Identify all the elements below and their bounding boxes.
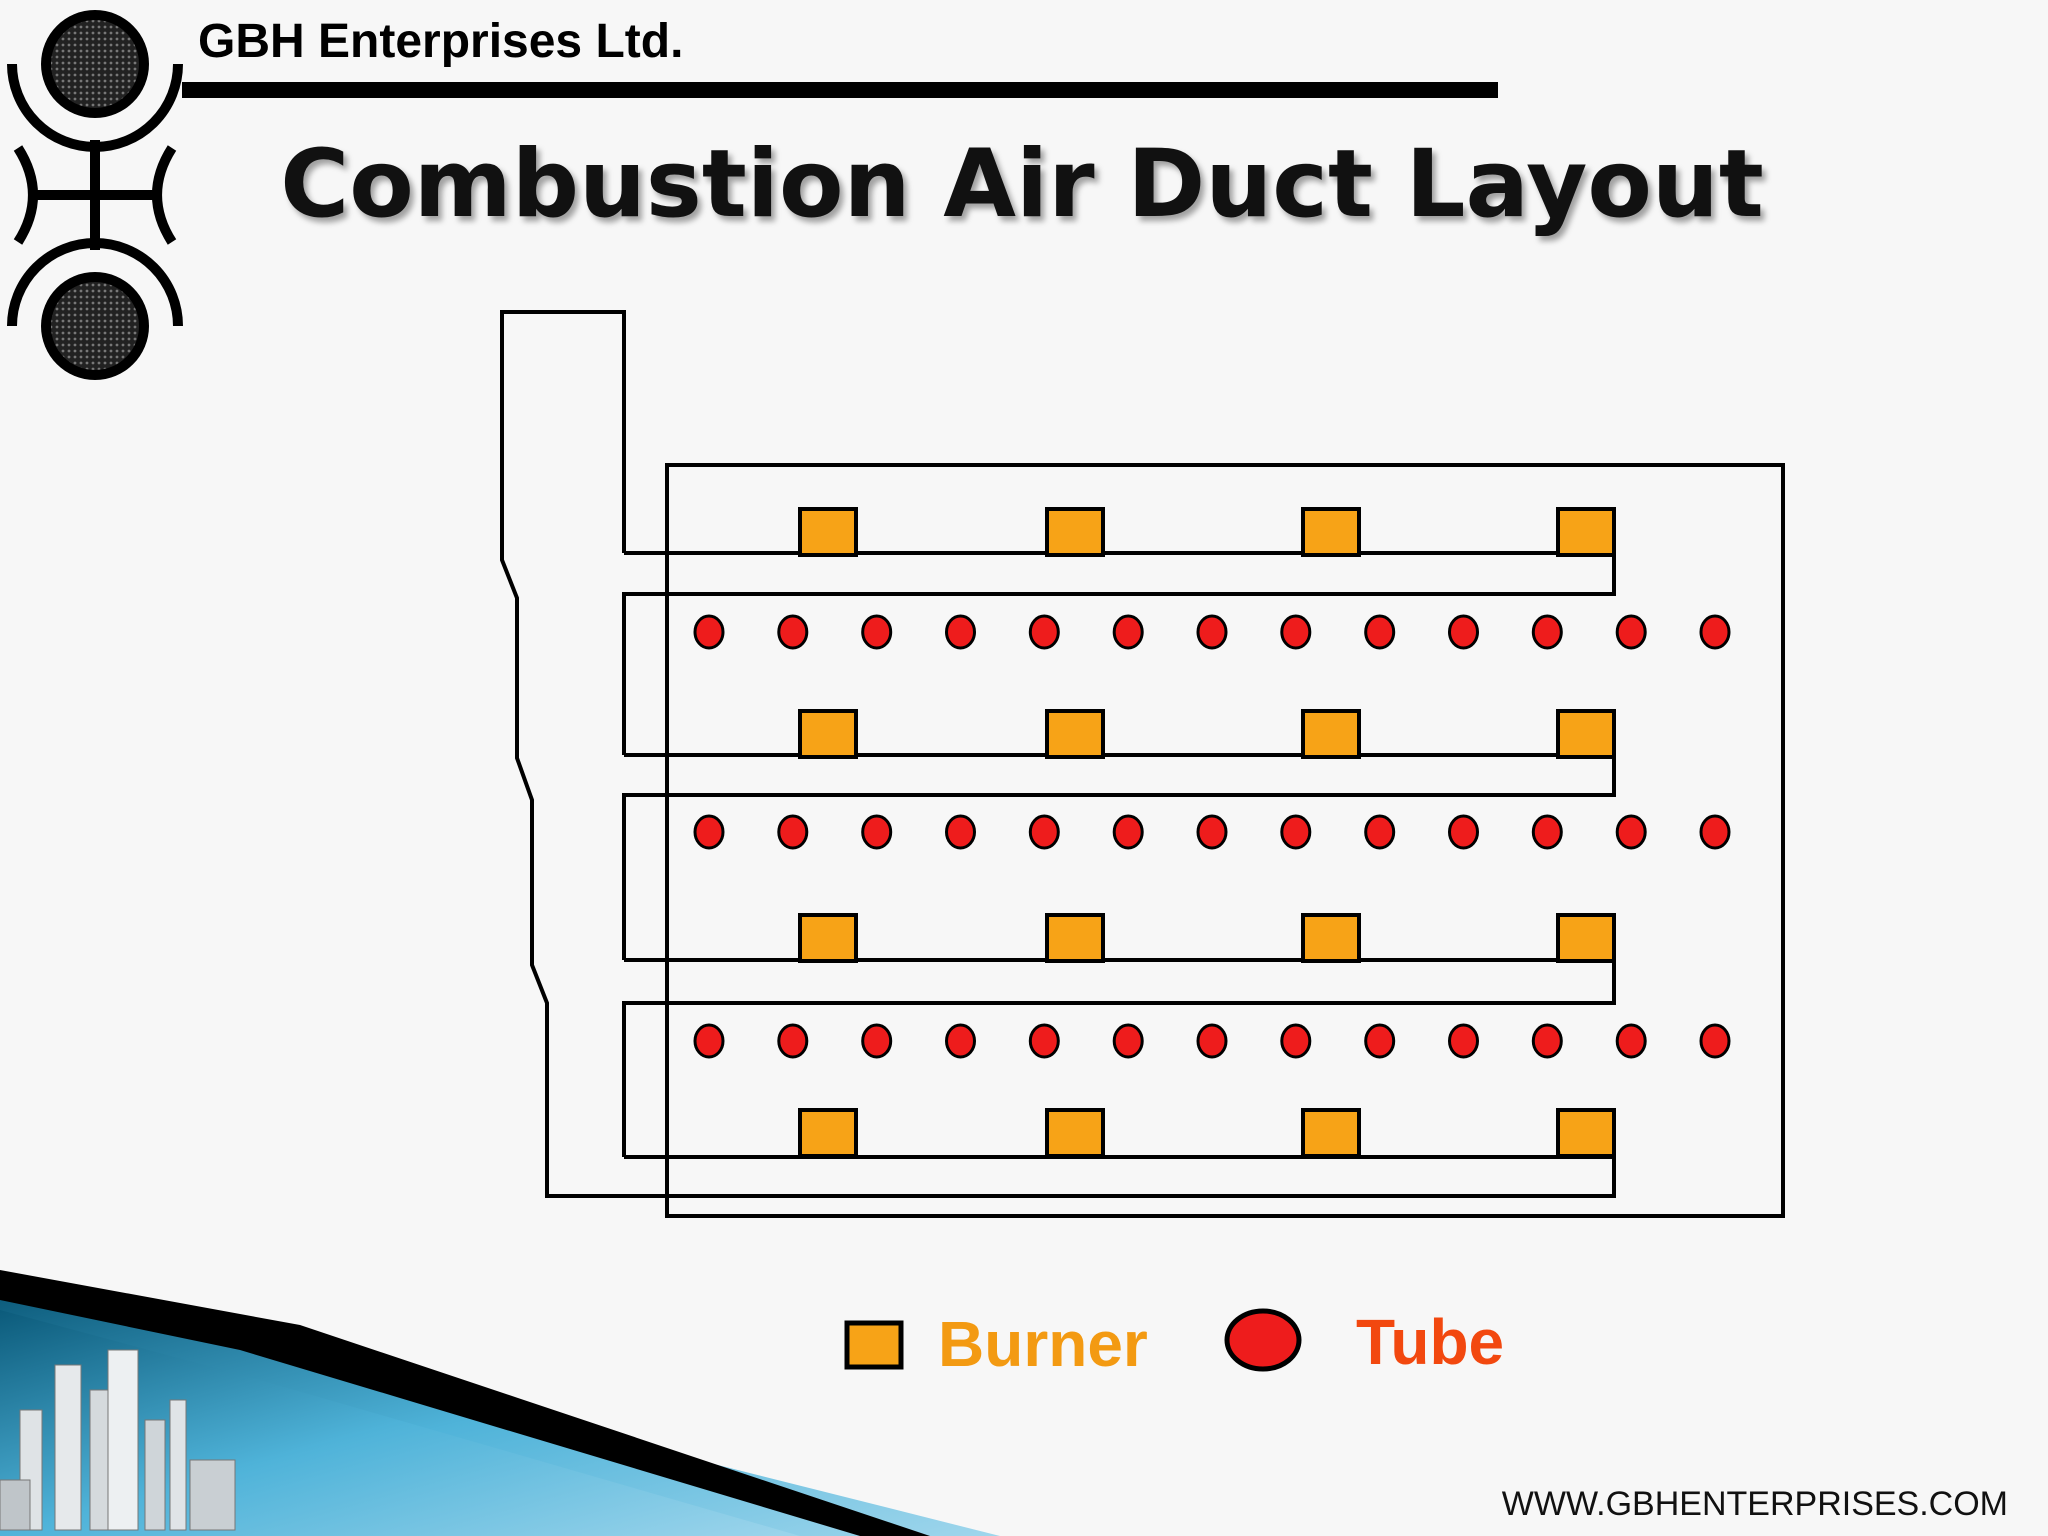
tubes <box>693 614 1731 1059</box>
tube-circle <box>861 1023 893 1059</box>
tube-circle <box>777 814 809 850</box>
legend-tube-label: Tube <box>1356 1306 1505 1378</box>
main-duct-left-wall <box>500 310 651 1198</box>
branch-duct-4 <box>624 1155 1616 1198</box>
tube-circle <box>1280 1023 1312 1059</box>
burner-square <box>798 709 858 759</box>
tube-circle <box>777 1023 809 1059</box>
company-name: GBH Enterprises Ltd. <box>198 15 684 68</box>
burner-square <box>1045 507 1105 557</box>
burner-square <box>1045 913 1105 963</box>
page-title: Combustion Air Duct Layout <box>0 130 2048 239</box>
tube-circle <box>945 1023 976 1059</box>
burner-square <box>1556 1108 1616 1158</box>
tube-circle <box>861 814 893 850</box>
tube-circle <box>1699 1023 1731 1059</box>
burner-square <box>1556 507 1616 557</box>
burner-square <box>798 507 858 557</box>
gbh-logo-icon <box>7 10 183 380</box>
footer-banner <box>0 1270 1000 1536</box>
tube-circle <box>1364 1023 1396 1059</box>
tube-circle <box>1364 814 1396 850</box>
tube-circle <box>693 1023 725 1059</box>
burner-square <box>798 913 858 963</box>
tube-circle <box>1196 814 1228 850</box>
burner-square <box>1556 913 1616 963</box>
burner-square <box>1045 709 1105 759</box>
legend-tube-icon <box>1224 1308 1302 1372</box>
tube-circle <box>1112 814 1144 850</box>
burners <box>798 507 1616 1158</box>
tube-circle <box>945 614 976 650</box>
tube-circle <box>1615 614 1647 650</box>
tube-circle <box>1196 1023 1228 1059</box>
burner-square <box>1301 1108 1361 1158</box>
tube-circle <box>1112 1023 1144 1059</box>
tube-circle <box>1531 814 1563 850</box>
tube-circle <box>1196 614 1228 650</box>
tube-circle <box>693 614 725 650</box>
tube-circle <box>1531 1023 1563 1059</box>
burner-square <box>798 1108 858 1158</box>
burner-square <box>1301 507 1361 557</box>
website-url: WWW.GBHENTERPRISES.COM <box>1501 1485 2008 1523</box>
tube-circle <box>1448 1023 1479 1059</box>
legend-burner-label: Burner <box>938 1308 1148 1380</box>
tube-circle <box>1112 614 1144 650</box>
tube-circle <box>1028 814 1060 850</box>
burner-square <box>1556 709 1616 759</box>
branch-duct-3 <box>622 958 1616 1157</box>
tube-circle <box>1280 814 1312 850</box>
branch-duct-2 <box>622 753 1616 960</box>
tube-circle <box>1280 614 1312 650</box>
legend-burner-icon <box>844 1320 904 1370</box>
tube-circle <box>777 614 809 650</box>
tube-circle <box>1531 614 1563 650</box>
tube-circle <box>1615 814 1647 850</box>
tube-circle <box>945 814 976 850</box>
burner-square <box>1045 1108 1105 1158</box>
header-rule <box>182 82 1498 98</box>
tube-circle <box>1699 814 1731 850</box>
tube-circle <box>1615 1023 1647 1059</box>
tube-circle <box>1028 614 1060 650</box>
page-title-text: Combustion Air Duct Layout <box>280 130 1764 239</box>
tube-circle <box>1448 614 1479 650</box>
branch-duct-1 <box>622 551 1616 755</box>
burner-square <box>1301 709 1361 759</box>
duct-lines <box>500 310 1785 1218</box>
burner-square <box>1301 913 1361 963</box>
tube-circle <box>1028 1023 1060 1059</box>
firebox-outline <box>665 463 1785 1218</box>
tube-circle <box>1364 614 1396 650</box>
tube-circle <box>1699 614 1731 650</box>
tube-circle <box>693 814 725 850</box>
tube-circle <box>1448 814 1479 850</box>
refinery-icon <box>0 1349 236 1531</box>
tube-circle <box>861 614 893 650</box>
